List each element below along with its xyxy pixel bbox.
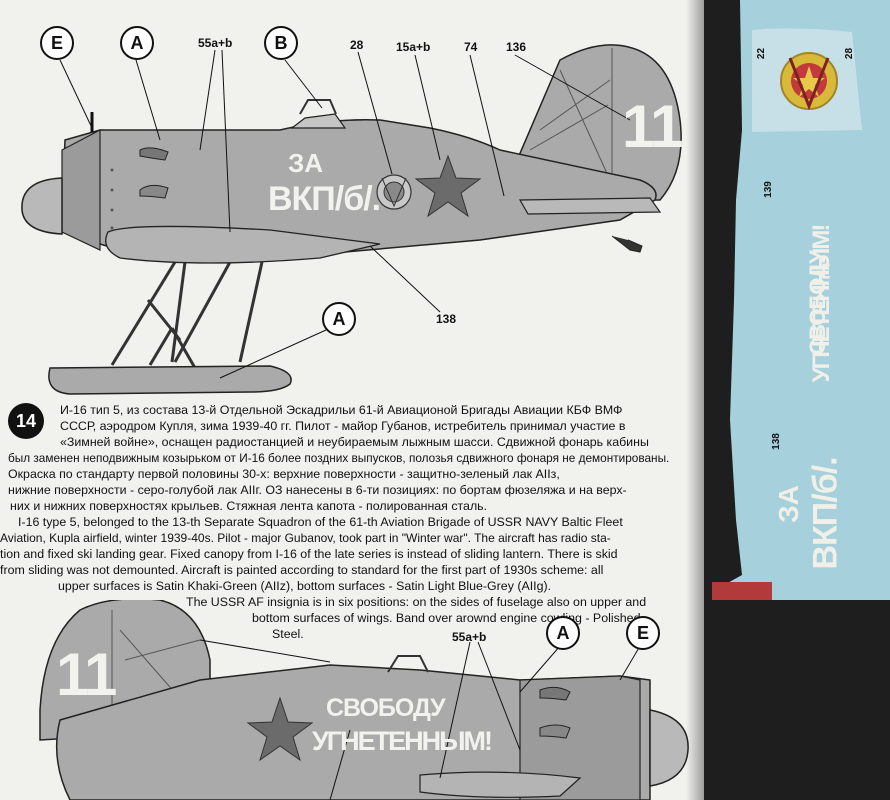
callout-74: 74 — [464, 40, 478, 54]
callout-138: 138 — [436, 312, 457, 326]
ru-line: И-16 тип 5, из состава 13-й Отдельной Эс… — [60, 403, 623, 417]
decal-138: 138 — [770, 433, 782, 450]
ru-line: них и нижних поверхностях крыльев. Стяжн… — [10, 499, 488, 513]
en-line: tion and fixed ski landing gear. Fixed c… — [0, 547, 618, 561]
ru-line: СССР, аэродром Купля, зима 1939-40 гг. П… — [60, 419, 626, 433]
callout-136: 136 — [506, 40, 527, 54]
decal-za: ЗА — [772, 485, 804, 523]
ru-line: был заменен неподвижным козырьком от И-1… — [8, 451, 670, 465]
ru-line: «Зимней войне», оснащен радиостанцией и … — [60, 435, 649, 449]
callout-e-bottom: E — [626, 616, 660, 650]
callout-55ab-bottom: 55a+b — [452, 630, 487, 644]
ru-line: Окраска по стандарту первой половины 30-… — [8, 467, 560, 481]
decal-22: 22 — [756, 47, 768, 60]
callout-a-lower: A — [322, 302, 356, 336]
red-star-insignia-bottom — [246, 696, 314, 762]
top-aircraft-profile — [21, 44, 682, 395]
russian-description: И-16 тип 5, из состава 13-й Отдельной Эс… — [8, 402, 698, 514]
marking-vkp: ВКП/б/. — [268, 180, 381, 218]
decal-28: 28 — [844, 47, 856, 60]
order-decal-icon — [780, 52, 838, 111]
tail-number-bottom: 11 — [56, 641, 117, 708]
en-line: Aviation, Kupla airfield, winter 1939-40… — [0, 531, 611, 545]
decal-sheet-photo: 22 28 139 138 СВОБОДУ УГНЕТЕННЫМ! ЗА ВКП… — [712, 0, 890, 600]
en-line: I-16 type 5, belonged to the 13-th Separ… — [18, 515, 623, 529]
callout-55ab: 55a+b — [198, 36, 233, 50]
instruction-sheet: 11 ЗА ВКП/б/. E A B 55a+b 28 15a+b 74 13… — [0, 0, 704, 800]
marking-za: ЗА — [288, 148, 324, 178]
callout-a-bottom: A — [546, 616, 580, 650]
tail-number-top: 11 — [622, 93, 683, 160]
profile-number-badge: 14 — [8, 403, 44, 439]
en-line: bottom surfaces of wings. Band over arow… — [252, 611, 641, 625]
en-line: upper surfaces is Satin Khaki-Green (AII… — [58, 579, 552, 593]
decal-139: 139 — [762, 181, 774, 198]
en-line: Steel. — [272, 627, 304, 641]
red-star-insignia — [414, 154, 482, 218]
marking-svobodu: СВОБОДУ — [326, 694, 446, 722]
decal-vkp: ВКП/б/. — [806, 457, 845, 570]
order-badge-icon — [376, 174, 412, 210]
en-line: from sliding was not demounted. Aircraft… — [0, 563, 604, 577]
ru-line: нижние поверхности - серо-голубой лак AI… — [8, 483, 627, 497]
callout-28: 28 — [350, 38, 364, 52]
callout-15ab: 15a+b — [396, 40, 431, 54]
bottom-aircraft-profile — [39, 600, 689, 800]
marking-ugnetennym: УГНЕТЕННЫМ! — [312, 726, 493, 756]
callout-b: B — [264, 26, 298, 60]
en-line: The USSR AF insignia is in six positions… — [186, 595, 647, 609]
callout-a: A — [120, 26, 154, 60]
callout-e: E — [40, 26, 74, 60]
english-description: I-16 type 5, belonged to the 13-th Separ… — [0, 514, 700, 642]
